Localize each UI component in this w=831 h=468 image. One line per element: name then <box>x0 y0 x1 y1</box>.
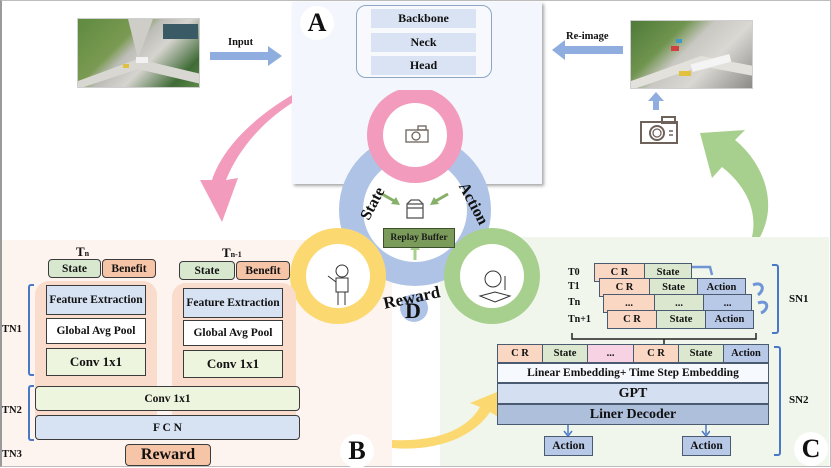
transition-arrow <box>692 265 714 276</box>
backbone-layer: Backbone <box>371 9 476 28</box>
reward-output: Reward <box>125 444 211 466</box>
neck-layer: Neck <box>371 33 476 52</box>
panel-a-badge: A <box>300 6 334 40</box>
decoder-layer: Liner Decoder <box>497 404 769 425</box>
token-cr: C R <box>497 344 543 363</box>
sn1-brace <box>772 264 779 334</box>
input-arrow <box>210 46 282 66</box>
tn1-step-label: Tn+1 <box>568 314 591 325</box>
sequence-connectors <box>571 265 769 345</box>
input-aerial-image <box>77 18 200 88</box>
tn2-brace <box>28 385 34 441</box>
panel-b-badge: B <box>340 434 374 468</box>
replay-buffer: Replay Buffer <box>383 228 455 248</box>
t0-label: T0 <box>568 267 580 278</box>
t1-label: T1 <box>568 281 580 292</box>
token-cr: C R <box>633 344 679 363</box>
aerial-road-graphic <box>631 39 752 88</box>
detector-architecture: Backbone Neck Head <box>356 5 492 78</box>
seq-cell-state: State <box>644 263 692 282</box>
token-state: State <box>542 344 588 363</box>
pink-curved-arrow <box>200 95 292 222</box>
transition-arrow <box>752 282 764 297</box>
timestep-main: T <box>222 245 231 260</box>
conv-1x1-block: Conv 1x1 <box>183 350 283 378</box>
timestep-tn-1-title: Tn-1 <box>222 245 242 261</box>
state-input: State <box>48 259 101 278</box>
gpt-layer: GPT <box>497 383 769 404</box>
storage-box-icon <box>406 199 424 219</box>
seq-cell-action: Action <box>705 310 754 329</box>
camera-icon <box>405 125 429 143</box>
fcn-block: F C N <box>35 415 300 440</box>
aerial-road-graphic <box>78 19 199 87</box>
student-icon <box>478 270 512 303</box>
conv-1x1-block: Conv 1x1 <box>46 348 146 376</box>
global-avg-pool-block: Global Avg Pool <box>183 320 283 346</box>
action-output: Action <box>682 436 731 456</box>
transition-arrow <box>757 300 769 315</box>
timestep-tn-title: Tn <box>76 244 89 260</box>
feature-extraction-block: Feature Extraction <box>46 285 146 315</box>
benefit-input: Benefit <box>236 261 290 280</box>
reimaged-aerial-image <box>630 20 753 89</box>
yellow-curved-arrow <box>392 392 500 449</box>
input-label: Input <box>228 37 254 48</box>
embedding-layer: Linear Embedding+ Time Step Embedding <box>497 363 769 383</box>
sn1-label: SN1 <box>789 293 809 305</box>
timestep-main: T <box>76 244 85 259</box>
head-layer: Head <box>371 56 476 75</box>
camera-up-arrow <box>648 92 664 110</box>
token-state: State <box>678 344 724 363</box>
tn1-brace <box>28 284 34 376</box>
tn2-label: TN2 <box>2 405 22 416</box>
teacher-icon <box>327 264 349 305</box>
global-avg-pool-block: Global Avg Pool <box>46 318 146 344</box>
sn2-brace <box>774 346 781 456</box>
panel-d-badge: D <box>405 298 421 323</box>
timestep-sub: n <box>84 249 90 258</box>
sn2-label: SN2 <box>789 394 809 406</box>
camera-icon <box>640 116 678 144</box>
state-input: State <box>179 261 235 280</box>
reimage-label: Re-image <box>566 31 609 42</box>
tn-label: Tn <box>568 297 581 308</box>
token-ellipsis: ... <box>587 344 634 363</box>
reimage-arrow <box>552 40 623 60</box>
token-action: Action <box>723 344 769 363</box>
d-badge-bg <box>400 294 428 322</box>
green-curved-arrow <box>700 130 769 237</box>
timestep-sub: n-1 <box>230 250 242 259</box>
tn1-label: TN1 <box>2 324 22 335</box>
tn3-label: TN3 <box>2 449 22 460</box>
shared-conv-1x1-block: Conv 1x1 <box>35 386 300 411</box>
panel-c-badge: C <box>794 432 828 466</box>
feature-extraction-block: Feature Extraction <box>183 288 283 318</box>
action-output: Action <box>544 436 593 456</box>
benefit-input: Benefit <box>102 259 156 278</box>
